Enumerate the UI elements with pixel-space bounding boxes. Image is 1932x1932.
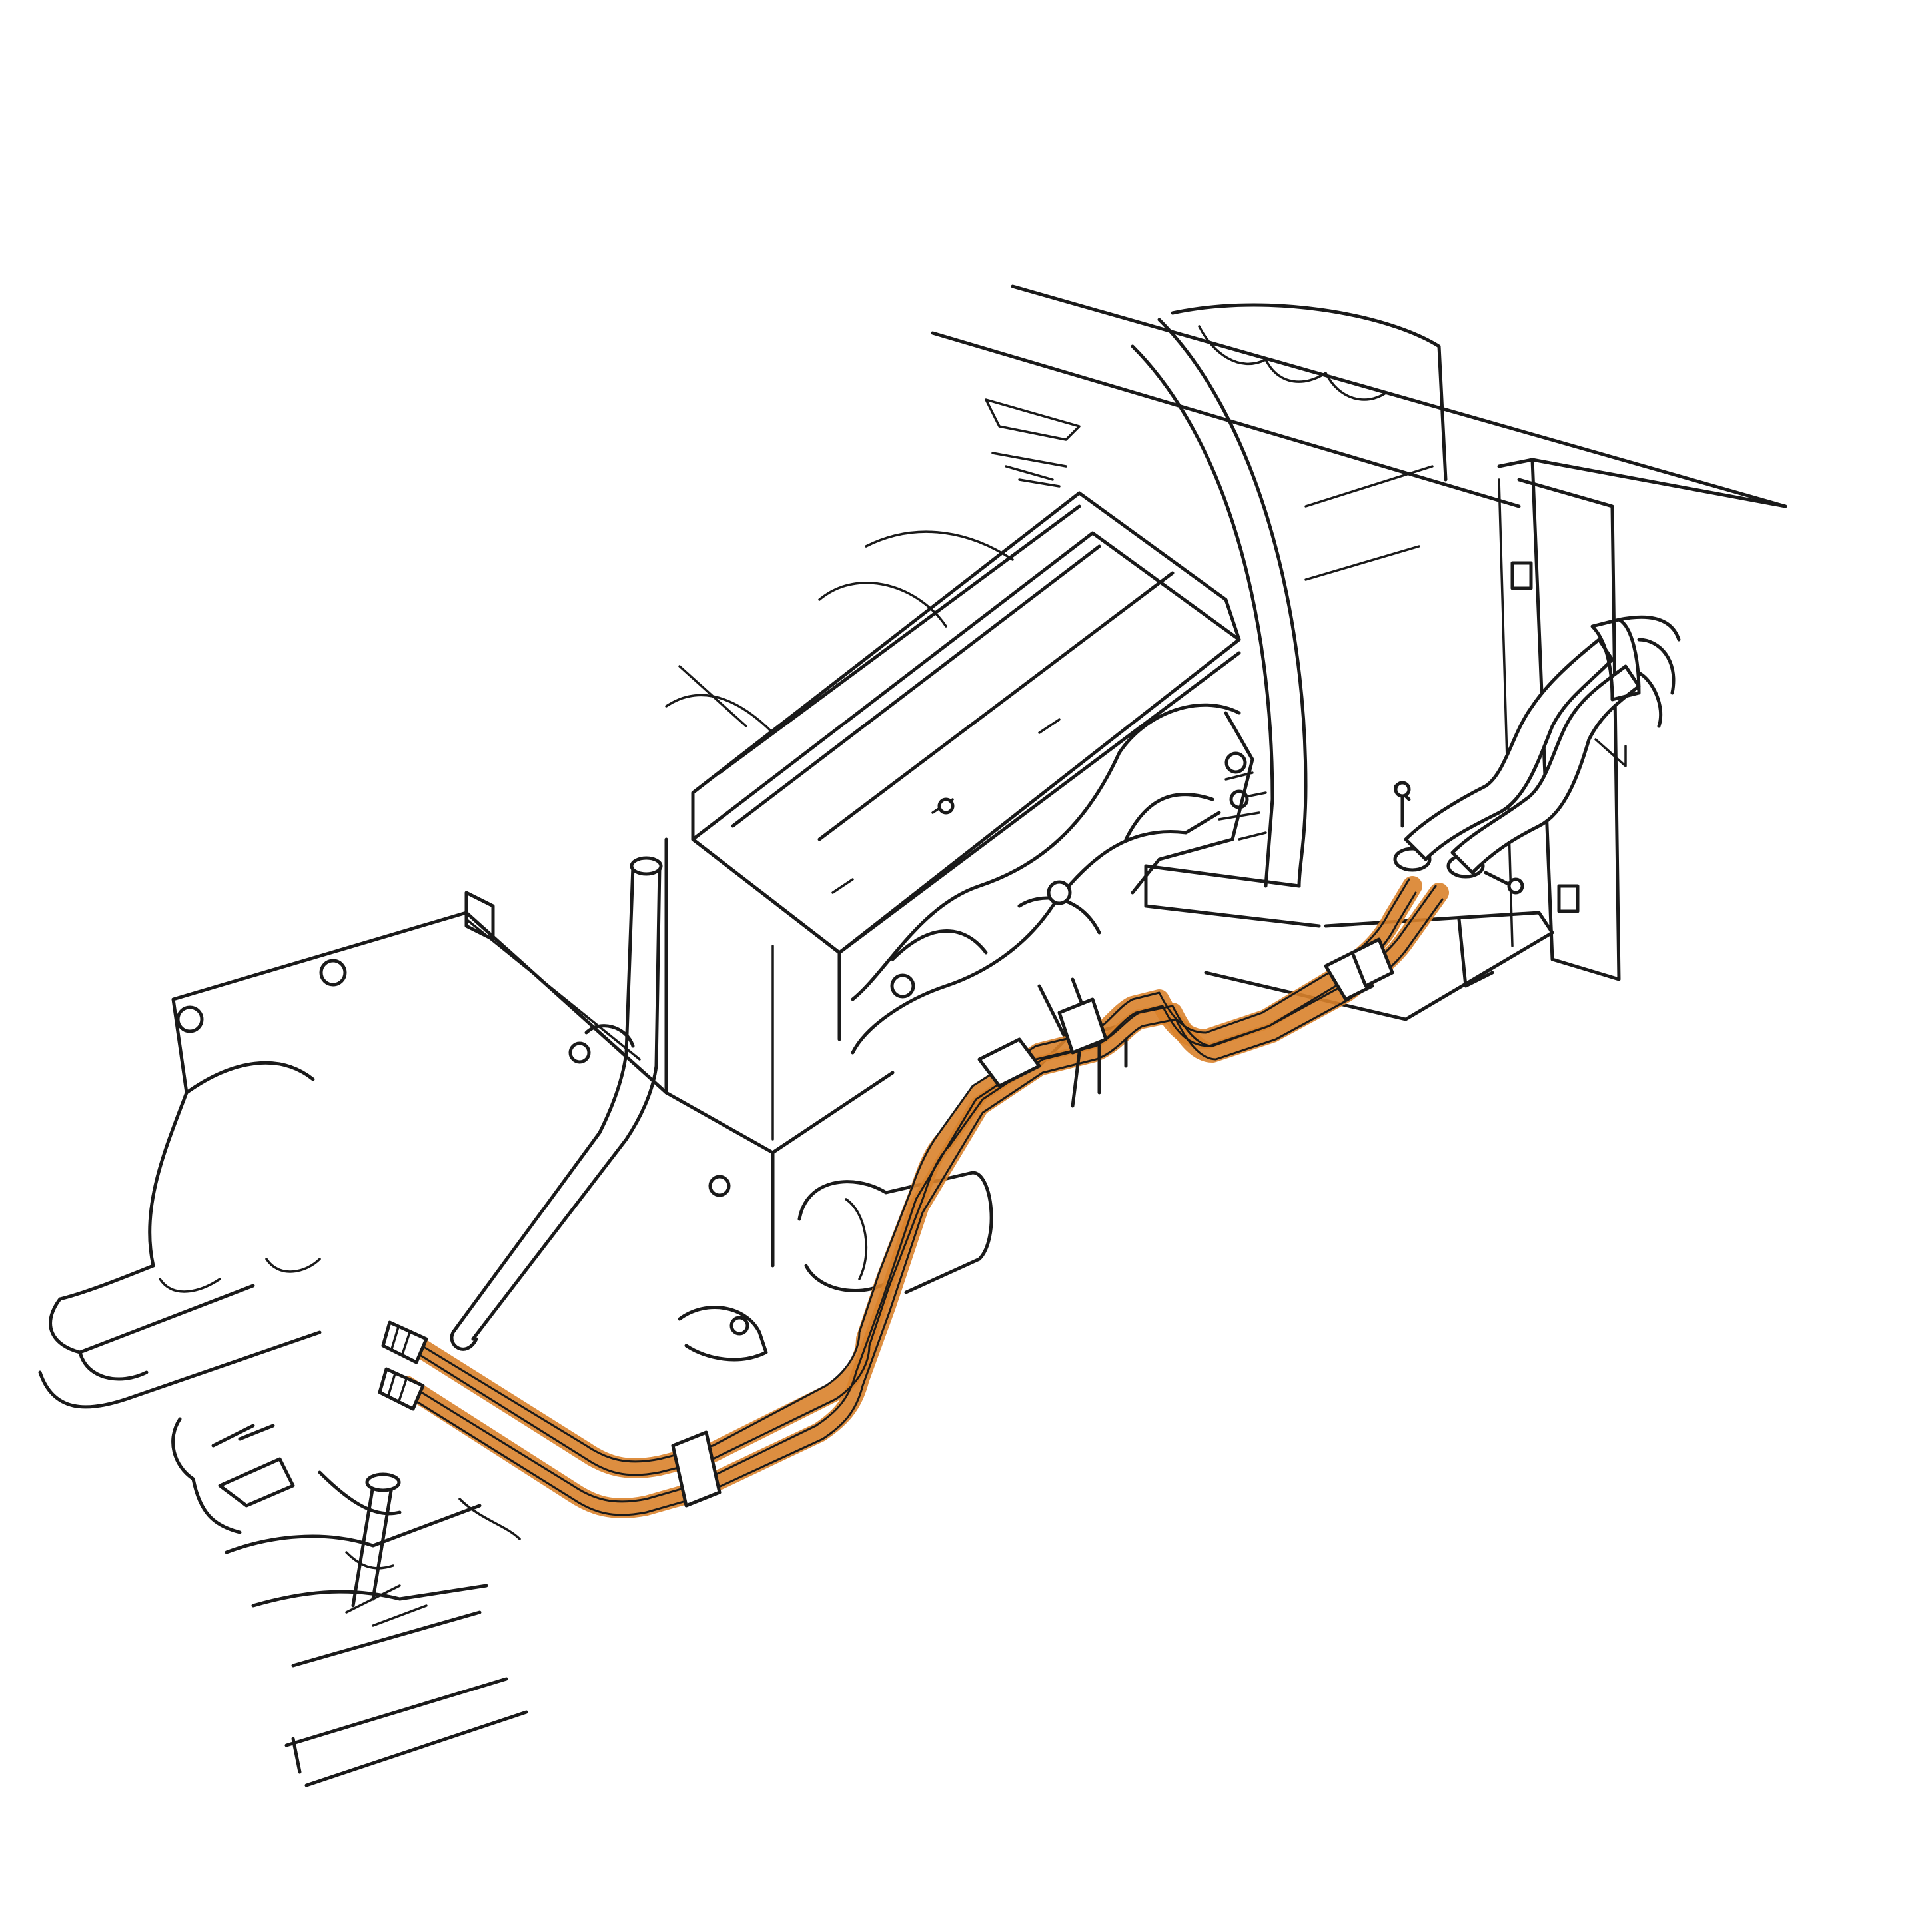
rubber-hoses: [1404, 615, 1681, 875]
support-bolt-1: [1510, 561, 1533, 590]
line-clip-5: [1350, 937, 1394, 988]
transmission-cooler-lines: [378, 876, 1449, 1518]
hose-retainer: [1590, 618, 1641, 702]
line-clips: [671, 937, 1394, 1508]
cooler-line-fitting-lower: [378, 1367, 425, 1411]
support-bolt-2: [1557, 884, 1580, 913]
radiator-support: [931, 284, 1787, 1021]
line-clip-3: [1057, 997, 1108, 1055]
line-clip-2: [977, 1037, 1041, 1088]
valve-cover: [691, 491, 1241, 955]
cooler-line-fitting-upper: [381, 1320, 428, 1364]
starter: [678, 1171, 993, 1362]
fan-shroud: [1131, 303, 1448, 928]
line-clip-4: [1324, 951, 1374, 1001]
transmission: [38, 891, 731, 1787]
engine-block: [664, 651, 1241, 1268]
exhaust-manifold: [851, 703, 1254, 1068]
cooler-line-highlight-upper: [396, 876, 1422, 1478]
line-clip-1: [671, 1430, 722, 1508]
